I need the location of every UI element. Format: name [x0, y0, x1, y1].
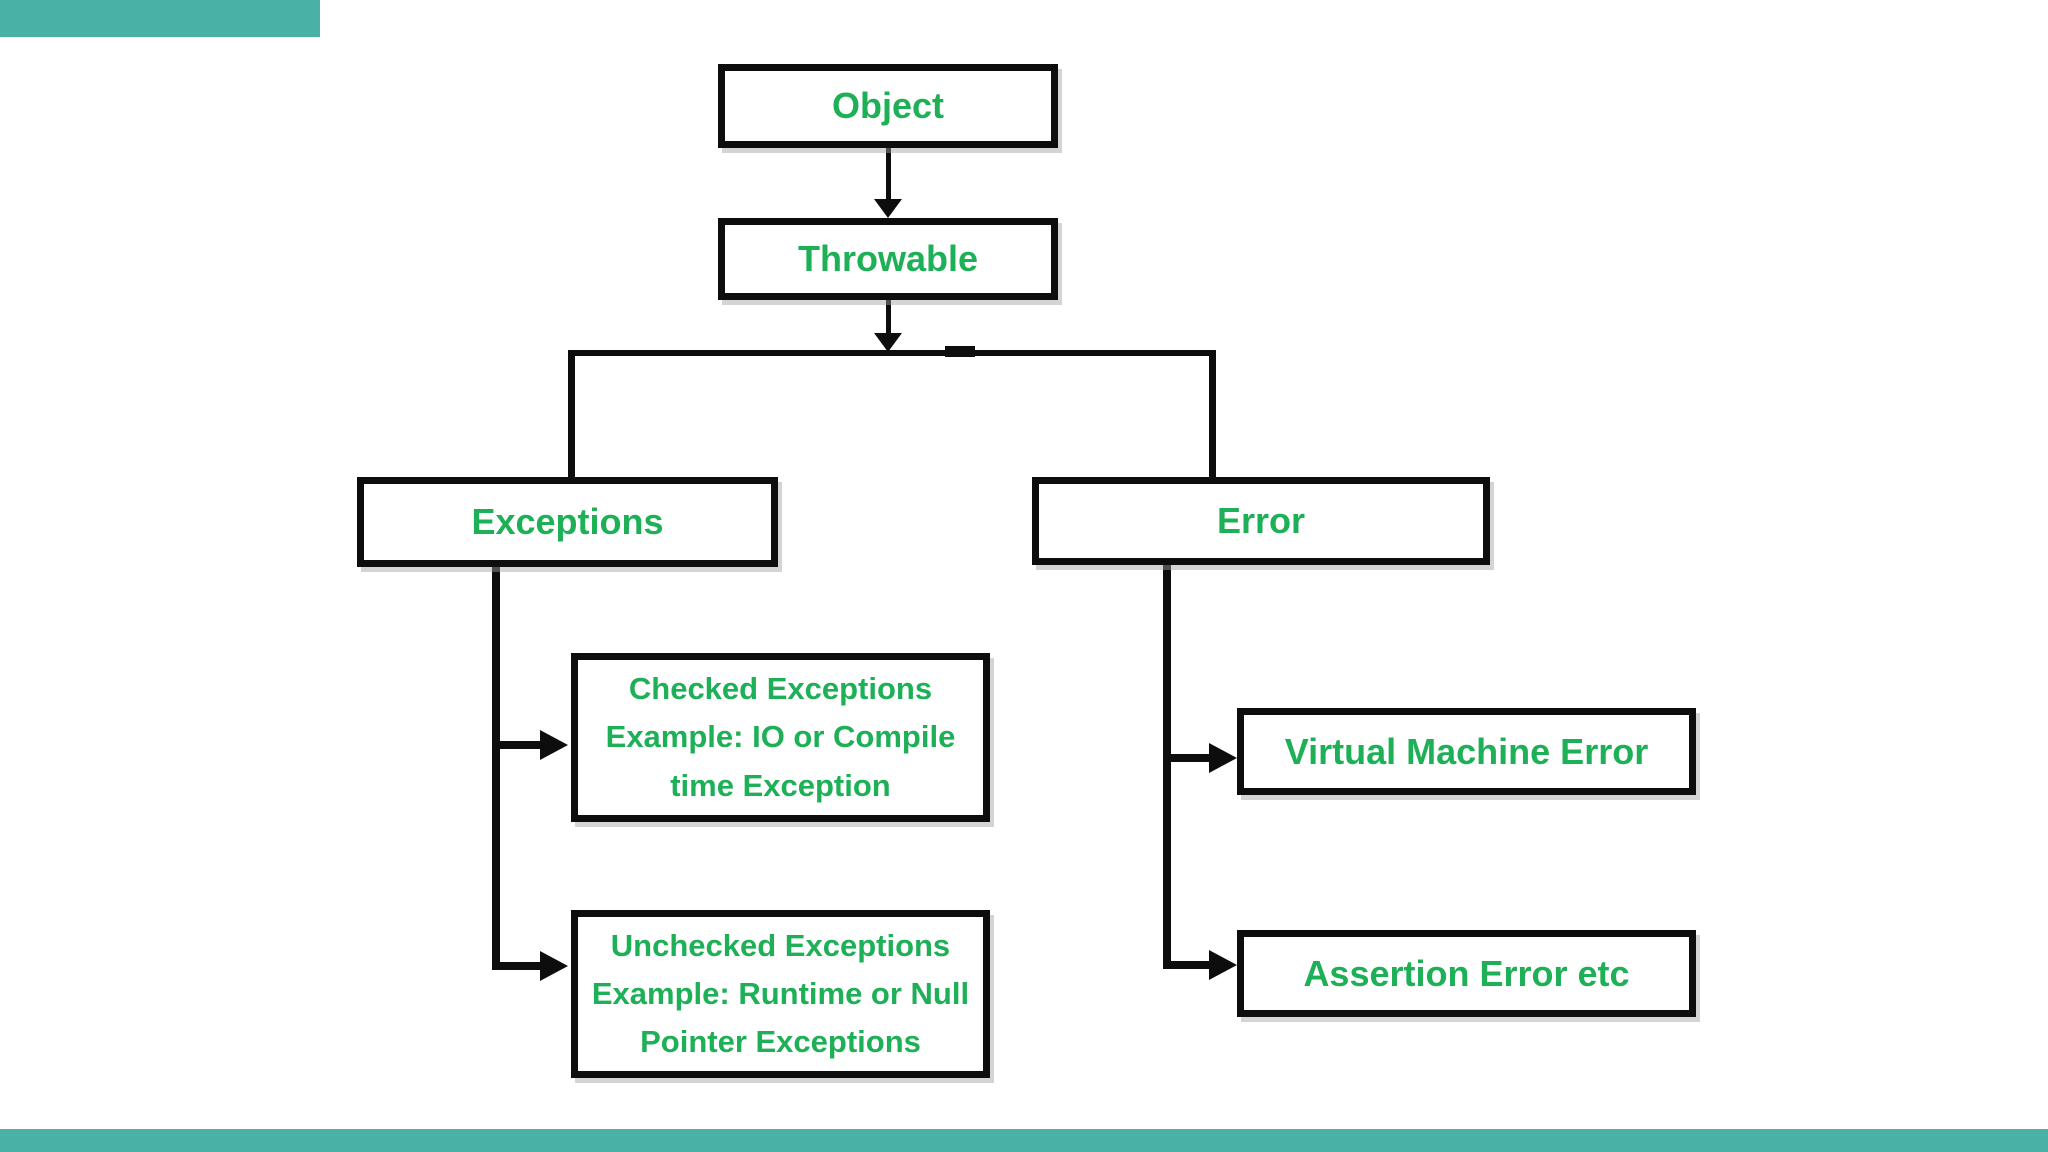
node-throwable-label: Throwable [797, 238, 979, 279]
node-virtual-machine-error: Virtual Machine Error [1237, 708, 1696, 795]
node-exceptions: Exceptions [357, 477, 778, 567]
branch-right-vertical-line [1209, 350, 1216, 477]
node-object-label: Object [831, 85, 945, 126]
node-exceptions-label: Exceptions [471, 501, 664, 542]
node-checked-exceptions: Checked Exceptions Example: IO or Compil… [571, 653, 990, 822]
connector-unchecked-horizontal [492, 962, 542, 970]
arrowhead-down-branch-icon [874, 333, 902, 352]
node-assertion-label: Assertion Error etc [1303, 952, 1630, 994]
branch-horizontal-line [568, 350, 1216, 356]
node-checked-line-3: time Exception [670, 767, 891, 803]
connector-vme-horizontal [1163, 754, 1210, 762]
connector-checked-horizontal [492, 741, 542, 749]
connector-assertion-horizontal [1163, 961, 1210, 969]
node-error-label: Error [1216, 500, 1306, 541]
node-checked-line-2: Example: IO or Compile [605, 719, 956, 755]
top-left-teal-bar [0, 0, 320, 37]
bottom-teal-bar [0, 1129, 2048, 1152]
node-assertion-error: Assertion Error etc [1237, 930, 1696, 1017]
connector-throwable-branch [886, 300, 891, 340]
node-unchecked-exceptions: Unchecked Exceptions Example: Runtime or… [571, 910, 990, 1078]
arrowhead-right-vme-icon [1209, 743, 1237, 773]
node-throwable: Throwable [718, 218, 1058, 300]
connector-object-throwable [886, 148, 891, 202]
node-error: Error [1032, 477, 1490, 565]
arrowhead-right-assertion-icon [1209, 950, 1237, 980]
node-unchecked-line-1: Unchecked Exceptions [610, 927, 951, 963]
arrowhead-right-unchecked-icon [540, 951, 568, 981]
arrowhead-down-throwable-icon [874, 199, 902, 218]
branch-left-vertical-line [568, 350, 575, 477]
exceptions-stem-line [492, 567, 500, 970]
node-vme-label: Virtual Machine Error [1284, 730, 1649, 772]
arrowhead-right-checked-icon [540, 730, 568, 760]
node-unchecked-line-3: Pointer Exceptions [640, 1024, 921, 1060]
node-object: Object [718, 64, 1058, 148]
node-unchecked-line-2: Example: Runtime or Null [591, 975, 970, 1011]
branch-line-thick-segment [945, 346, 975, 357]
error-stem-line [1163, 565, 1171, 969]
node-checked-line-1: Checked Exceptions [628, 671, 933, 707]
